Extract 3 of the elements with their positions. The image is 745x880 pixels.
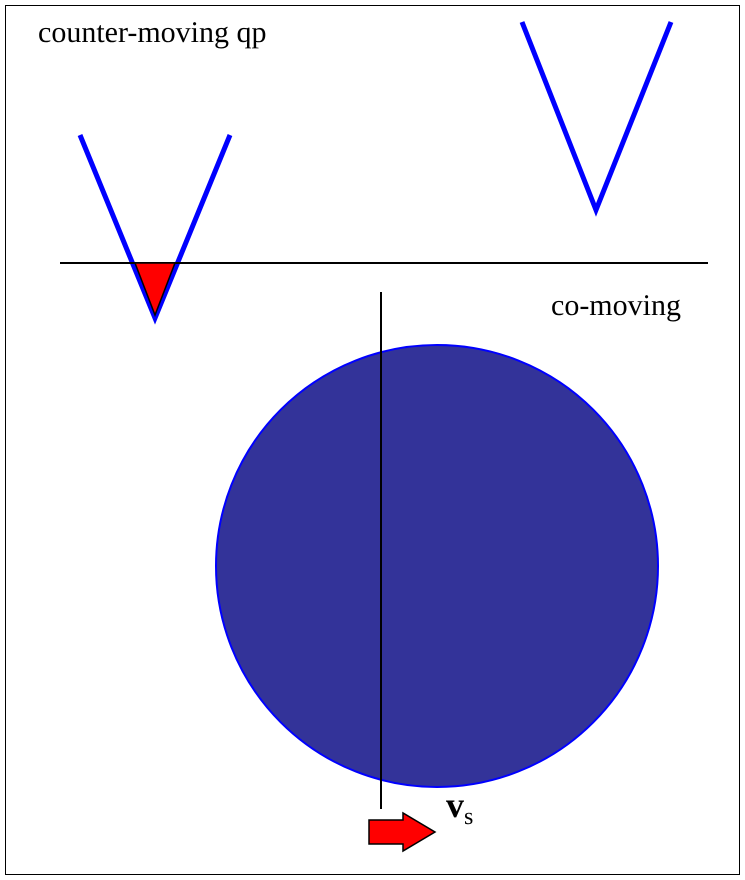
text-label: counter-moving qp (38, 18, 267, 48)
text-label: v$_{s}$ (446, 787, 474, 829)
text-label: co-moving (551, 291, 681, 321)
